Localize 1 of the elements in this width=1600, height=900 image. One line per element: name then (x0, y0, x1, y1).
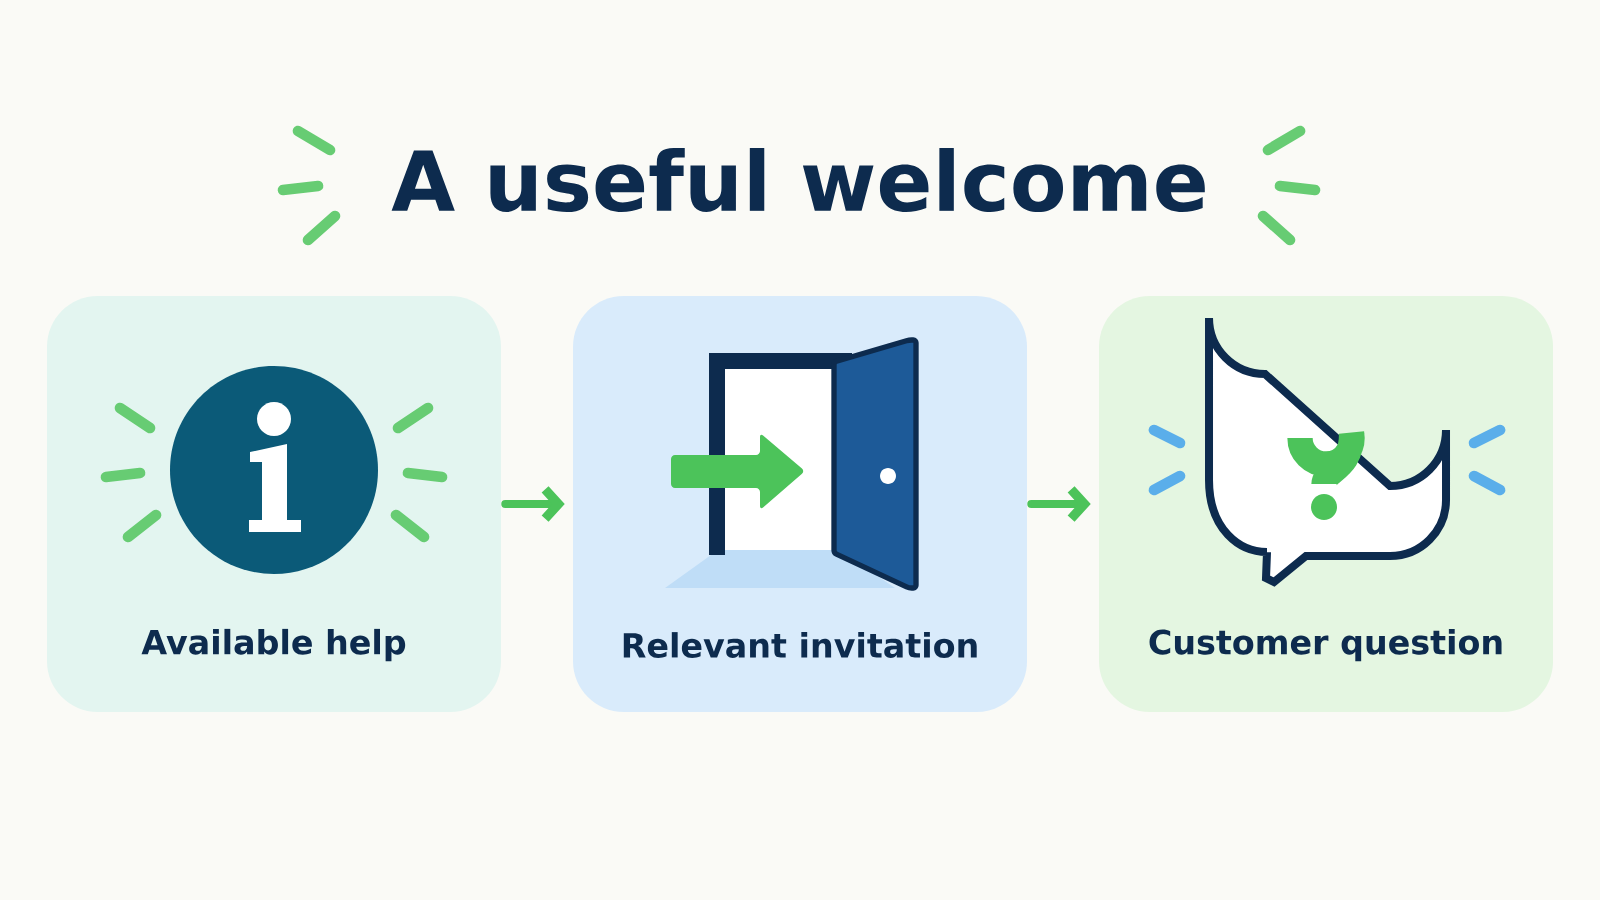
title: A useful welcome (391, 148, 1205, 212)
